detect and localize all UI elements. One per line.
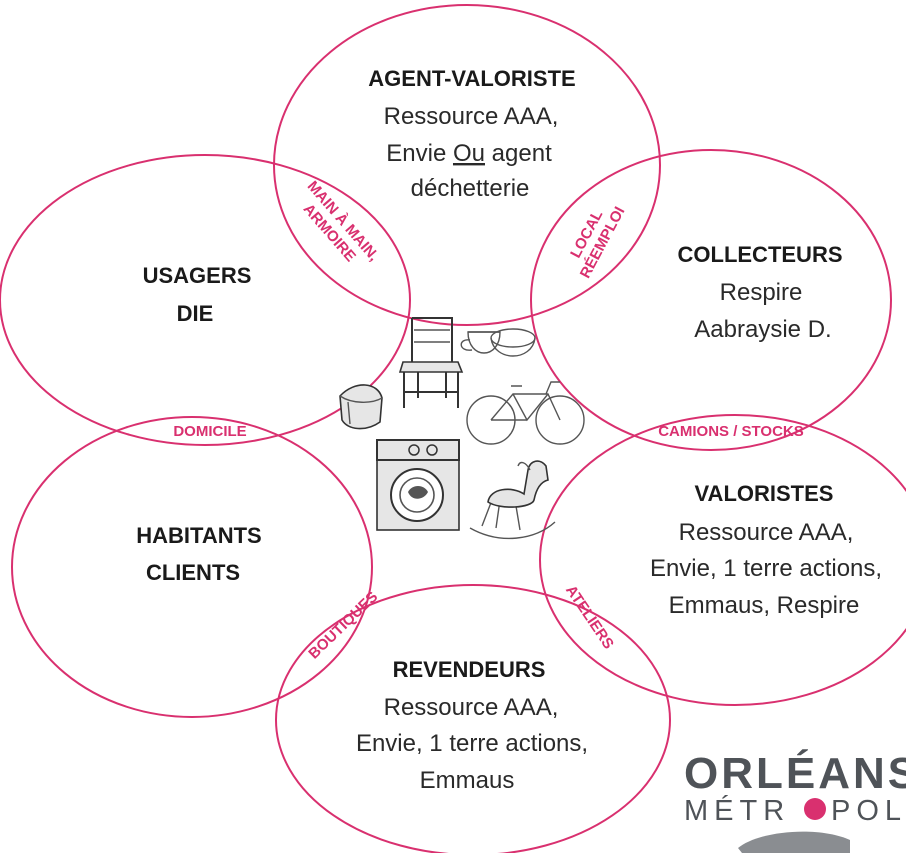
rocking-horse-icon: [469, 460, 556, 540]
petal-revendeurs: [275, 584, 671, 853]
link-boutiques: BOUTIQUES: [305, 588, 381, 662]
revendeurs-line-1: Ressource AAA,: [384, 694, 559, 721]
link-camions-stocks: CAMIONS / STOCKS: [658, 423, 804, 440]
revendeurs-line-2: Envie, 1 terre actions,: [356, 730, 588, 757]
logo-dot-icon: [804, 798, 826, 820]
bicycle-icon: [466, 381, 585, 445]
habitants-title-line-2: CLIENTS: [146, 560, 240, 585]
agent-valoriste-ou: Ou: [453, 140, 485, 167]
washing-machine-icon: [376, 439, 460, 531]
valoristes-line-2: Envie, 1 terre actions,: [650, 555, 882, 582]
agent-valoriste-line-2: Envie Ou agent: [386, 140, 552, 167]
petal-usagers: [0, 154, 411, 446]
usagers-title-line-1: USAGERS: [143, 263, 252, 288]
collecteurs-line-1: Respire: [720, 279, 803, 306]
agent-valoriste-agent: agent: [492, 140, 552, 167]
agent-valoriste-title: AGENT-VALORISTE: [368, 66, 575, 91]
agent-valoriste-line-1: Ressource AAA,: [384, 103, 559, 130]
logo-swoosh-icon: [738, 831, 850, 853]
revendeurs-line-3: Emmaus: [420, 767, 515, 794]
logo-sub-right: POLE: [831, 795, 906, 827]
actor-habitants: HABITANTS CLIENTS: [136, 523, 261, 585]
logo-sub-left: MÉTR: [684, 794, 790, 827]
orleans-metropole-logo: ORLÉANS MÉTR POLE: [684, 748, 906, 853]
collecteurs-title: COLLECTEURS: [678, 242, 843, 267]
link-ateliers-label: ATELIERS: [562, 582, 617, 652]
cups-icon: [460, 328, 536, 357]
petal-valoristes: [539, 414, 906, 706]
logo-name: ORLÉANS: [684, 748, 906, 798]
agent-valoriste-line-3: déchetterie: [411, 175, 530, 202]
chair-icon: [398, 317, 464, 408]
box-icon: [339, 384, 383, 430]
link-main-a-main: MAIN À MAIN, ARMOIRE: [300, 178, 382, 265]
valoristes-title: VALORISTES: [695, 481, 834, 506]
link-local-reemploi: LOCAL RÉEMPLOI: [567, 204, 628, 281]
petal-collecteurs: [530, 149, 892, 451]
habitants-title-line-1: HABITANTS: [136, 523, 261, 548]
revendeurs-title: REVENDEURS: [393, 657, 546, 682]
actor-collecteurs: COLLECTEURS Respire Aabraysie D.: [678, 242, 843, 343]
valoristes-line-1: Ressource AAA,: [679, 519, 854, 546]
valoristes-line-3: Emmaus, Respire: [669, 592, 860, 619]
link-ateliers: ATELIERS: [562, 582, 617, 652]
collecteurs-line-2: Aabraysie D.: [694, 316, 831, 343]
usagers-title-line-2: DIE: [177, 301, 214, 326]
petal-habitants: [11, 416, 373, 718]
agent-valoriste-envie: Envie: [386, 140, 446, 167]
actor-usagers: USAGERS DIE: [143, 263, 252, 326]
link-domicile: DOMICILE: [173, 423, 246, 440]
petal-agent-valoriste: [273, 4, 661, 326]
link-boutiques-label: BOUTIQUES: [305, 588, 381, 662]
actor-valoristes: VALORISTES Ressource AAA, Envie, 1 terre…: [650, 481, 882, 619]
actor-agent-valoriste: AGENT-VALORISTE Ressource AAA, Envie Ou …: [368, 66, 575, 202]
actor-revendeurs: REVENDEURS Ressource AAA, Envie, 1 terre…: [356, 657, 588, 794]
